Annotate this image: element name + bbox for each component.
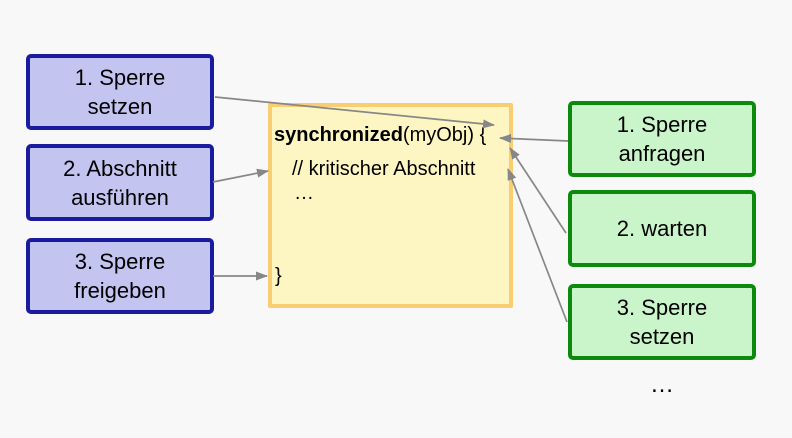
right-step-3-label-line2: setzen — [629, 324, 695, 349]
arrow-right-step3-to-code-body — [507, 168, 568, 323]
code-keyword: synchronized — [274, 124, 403, 146]
right-step-1-box: 1. Sperre anfragen — [568, 101, 756, 177]
left-step-2-box: 2. Abschnitt ausführen — [26, 144, 214, 221]
right-step-1-label-line1: 1. Sperre — [616, 112, 708, 137]
code-header-rest: (myObj) { — [402, 124, 487, 146]
left-step-2-label-line2: ausführen — [71, 184, 169, 210]
right-step-2-box: 2. warten — [568, 190, 756, 267]
left-step-1-label-line1: 1. Sperre — [74, 65, 166, 90]
left-step-3-label-line1: 3. Sperre — [74, 249, 166, 274]
right-step-3-label-line1: 3. Sperre — [616, 295, 708, 320]
right-step-1-label-line2: anfragen — [618, 141, 706, 166]
code-comment: // kritischer Abschnitt — [292, 158, 476, 180]
right-step-3-box: 3. Sperre setzen — [568, 284, 756, 360]
left-step-3-box: 3. Sperre freigeben — [26, 238, 214, 314]
left-step-1-label-line2: setzen — [87, 94, 153, 119]
arrow-left-step2-to-comment — [212, 168, 269, 183]
code-closing-brace: } — [275, 265, 282, 287]
left-step-3-label-line2: freigeben — [74, 278, 166, 303]
left-step-2-label-line1: 2. Abschnitt — [63, 155, 177, 181]
code-header: synchronized(myObj) { — [274, 122, 486, 148]
arrow-right-step2-to-code-header — [509, 147, 567, 234]
code-box: synchronized(myObj) { // kritischer Absc… — [268, 103, 513, 308]
right-step-2-label-line1: 2. warten — [616, 216, 708, 241]
continuation-ellipsis: … — [650, 371, 674, 398]
left-step-1-box: 1. Sperre setzen — [26, 54, 214, 130]
code-ellipsis: … — [294, 182, 314, 204]
